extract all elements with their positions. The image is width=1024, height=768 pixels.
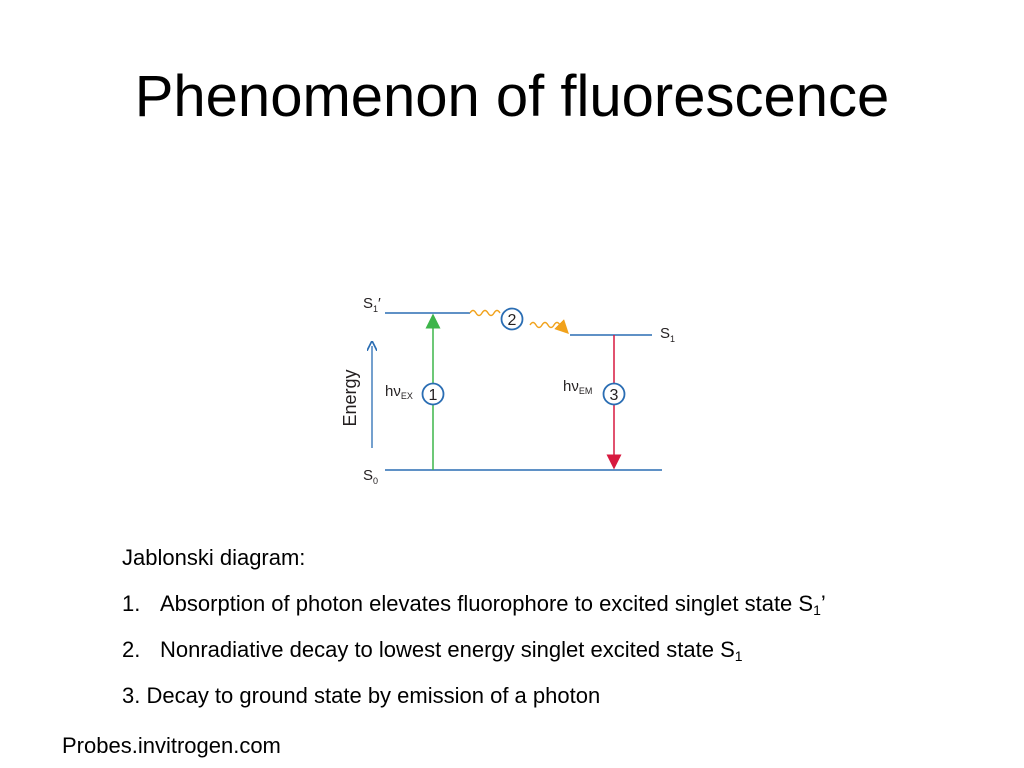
excitation-label: hνEX: [385, 383, 413, 401]
emission-label: hνEM: [563, 378, 592, 396]
list-item-1-number: 1.: [122, 591, 141, 616]
energy-axis-label: Energy: [340, 369, 360, 426]
jablonski-diagram: S1′ S1 S0 Energy hνEX 1 2 hνEM 3: [340, 295, 675, 486]
list-item-3-text: 3. Decay to ground state by emission of …: [122, 683, 601, 708]
step-1-circle: [421, 382, 445, 406]
label-s1-prime: S1′: [363, 295, 381, 314]
label-s1: S1: [660, 325, 675, 344]
label-s0: S0: [363, 467, 378, 486]
step-3-circle: [602, 382, 626, 406]
step-1-number: 1: [429, 387, 438, 404]
slide-title: Phenomenon of fluorescence: [134, 64, 890, 129]
notes-heading: Jablonski diagram:: [122, 545, 306, 570]
step-3-number: 3: [610, 387, 619, 404]
list-item-1-text: Absorption of photon elevates fluorophor…: [160, 591, 826, 618]
relaxation-wave: [469, 309, 564, 330]
step-2-number: 2: [508, 312, 517, 329]
list-item-2-number: 2.: [122, 637, 141, 662]
source-credit: Probes.invitrogen.com: [62, 733, 281, 758]
list-item-2-text: Nonradiative decay to lowest energy sing…: [160, 637, 743, 664]
step-2-circle: [500, 307, 524, 331]
